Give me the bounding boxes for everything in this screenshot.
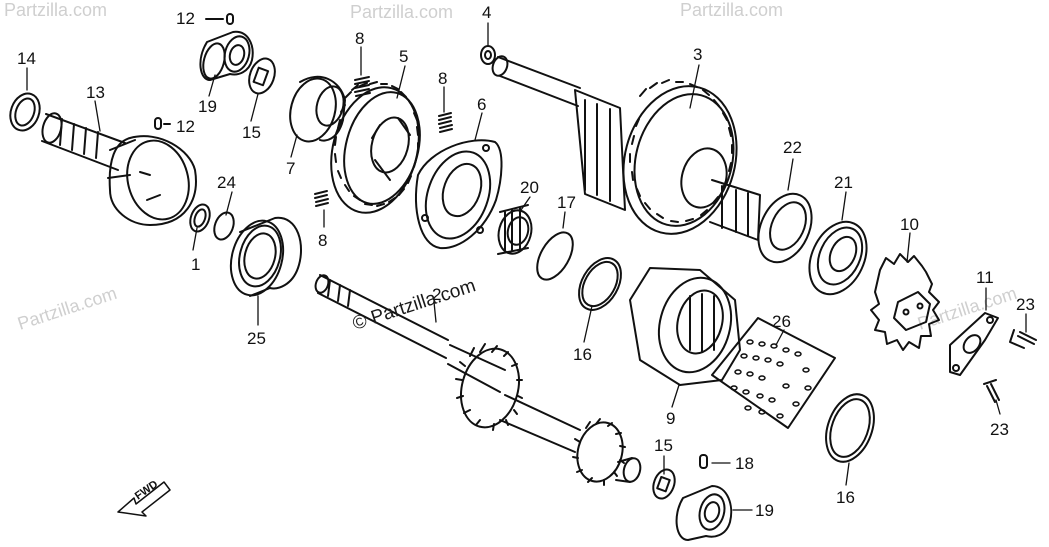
- part-10-sprocket: [870, 253, 940, 351]
- callout-15-upper: 15: [242, 123, 261, 142]
- callout-18: 18: [735, 454, 754, 473]
- part-9-clutch-outer: [629, 267, 741, 386]
- callout-21: 21: [834, 173, 853, 192]
- callout-13: 13: [86, 83, 105, 102]
- part-20-needle-bearing: [497, 204, 533, 255]
- part-8-springs: [314, 76, 453, 207]
- callout-25: 25: [247, 329, 266, 348]
- callout-2: 2: [432, 285, 441, 304]
- part-23-bolts: [983, 329, 1037, 403]
- part-22-oil-seal: [757, 192, 813, 264]
- callout-4: 4: [482, 3, 491, 22]
- callout-8-upper-right: 8: [438, 69, 447, 88]
- part-13-shaft-drum: [41, 112, 197, 226]
- callout-17: 17: [557, 193, 576, 212]
- part-5-gear: [330, 81, 421, 214]
- callout-1: 1: [191, 255, 200, 274]
- callout-3: 3: [693, 45, 702, 64]
- callout-11: 11: [976, 268, 994, 287]
- part-2-mainshaft: [314, 274, 642, 486]
- part-14-circlip: [9, 92, 41, 132]
- part-18-pin: [699, 454, 708, 469]
- callout-labels: 1 2 3 4 5 6 7 8 8 8 9 10 11 12 12 13 14 …: [17, 3, 1035, 520]
- part-1-circlip: [189, 203, 211, 233]
- part-24-washer: [213, 211, 235, 241]
- part-12-pin-lower: [154, 117, 162, 130]
- leader-lines: [26, 22, 1027, 511]
- part-15-washer-lower: [652, 468, 676, 500]
- callout-8-lower: 8: [318, 231, 327, 250]
- callout-5: 5: [399, 47, 408, 66]
- callout-20: 20: [520, 178, 539, 197]
- callout-22: 22: [783, 138, 802, 157]
- callout-12-upper: 12: [176, 9, 195, 28]
- watermark-top-mid: Partzilla.com: [350, 2, 453, 22]
- part-21-bearing: [808, 220, 868, 296]
- part-19-needle-bearing-lower: [675, 485, 733, 541]
- part-11-plate: [949, 312, 999, 376]
- callout-26: 26: [772, 312, 791, 331]
- part-4-pin: [480, 45, 496, 65]
- callout-7: 7: [286, 159, 295, 178]
- callout-16-upper: 16: [573, 345, 592, 364]
- callout-10: 10: [900, 215, 919, 234]
- callout-19-lower: 19: [755, 501, 774, 520]
- callout-19-upper: 19: [198, 97, 217, 116]
- callout-6: 6: [477, 95, 486, 114]
- part-6-clutch-plate: [415, 139, 503, 250]
- callout-23-lower: 23: [990, 420, 1009, 439]
- callout-14: 14: [17, 49, 36, 68]
- part-25-ball-bearing: [229, 216, 302, 297]
- part-16-ring-lower: [825, 393, 875, 463]
- watermark-top-right: Partzilla.com: [680, 0, 783, 20]
- part-19-needle-bearing-upper: [199, 30, 254, 81]
- callout-8-upper-left: 8: [355, 29, 364, 48]
- part-15-washer-upper: [248, 57, 276, 95]
- callout-23-upper: 23: [1016, 295, 1035, 314]
- callout-12-lower: 12: [176, 117, 195, 136]
- part-12-pin-upper: [226, 13, 234, 25]
- callout-24: 24: [217, 173, 236, 192]
- part-16-ring-upper: [578, 257, 622, 311]
- callout-15-lower: 15: [654, 436, 673, 455]
- part-3-countershaft: [491, 55, 761, 241]
- callout-9: 9: [666, 409, 675, 428]
- callout-16-lower: 16: [836, 488, 855, 507]
- part-17-oring: [536, 231, 574, 281]
- part-26-rollers: [711, 317, 836, 429]
- fwd-arrow: [117, 481, 171, 517]
- watermark-top-left: Partzilla.com: [4, 0, 107, 20]
